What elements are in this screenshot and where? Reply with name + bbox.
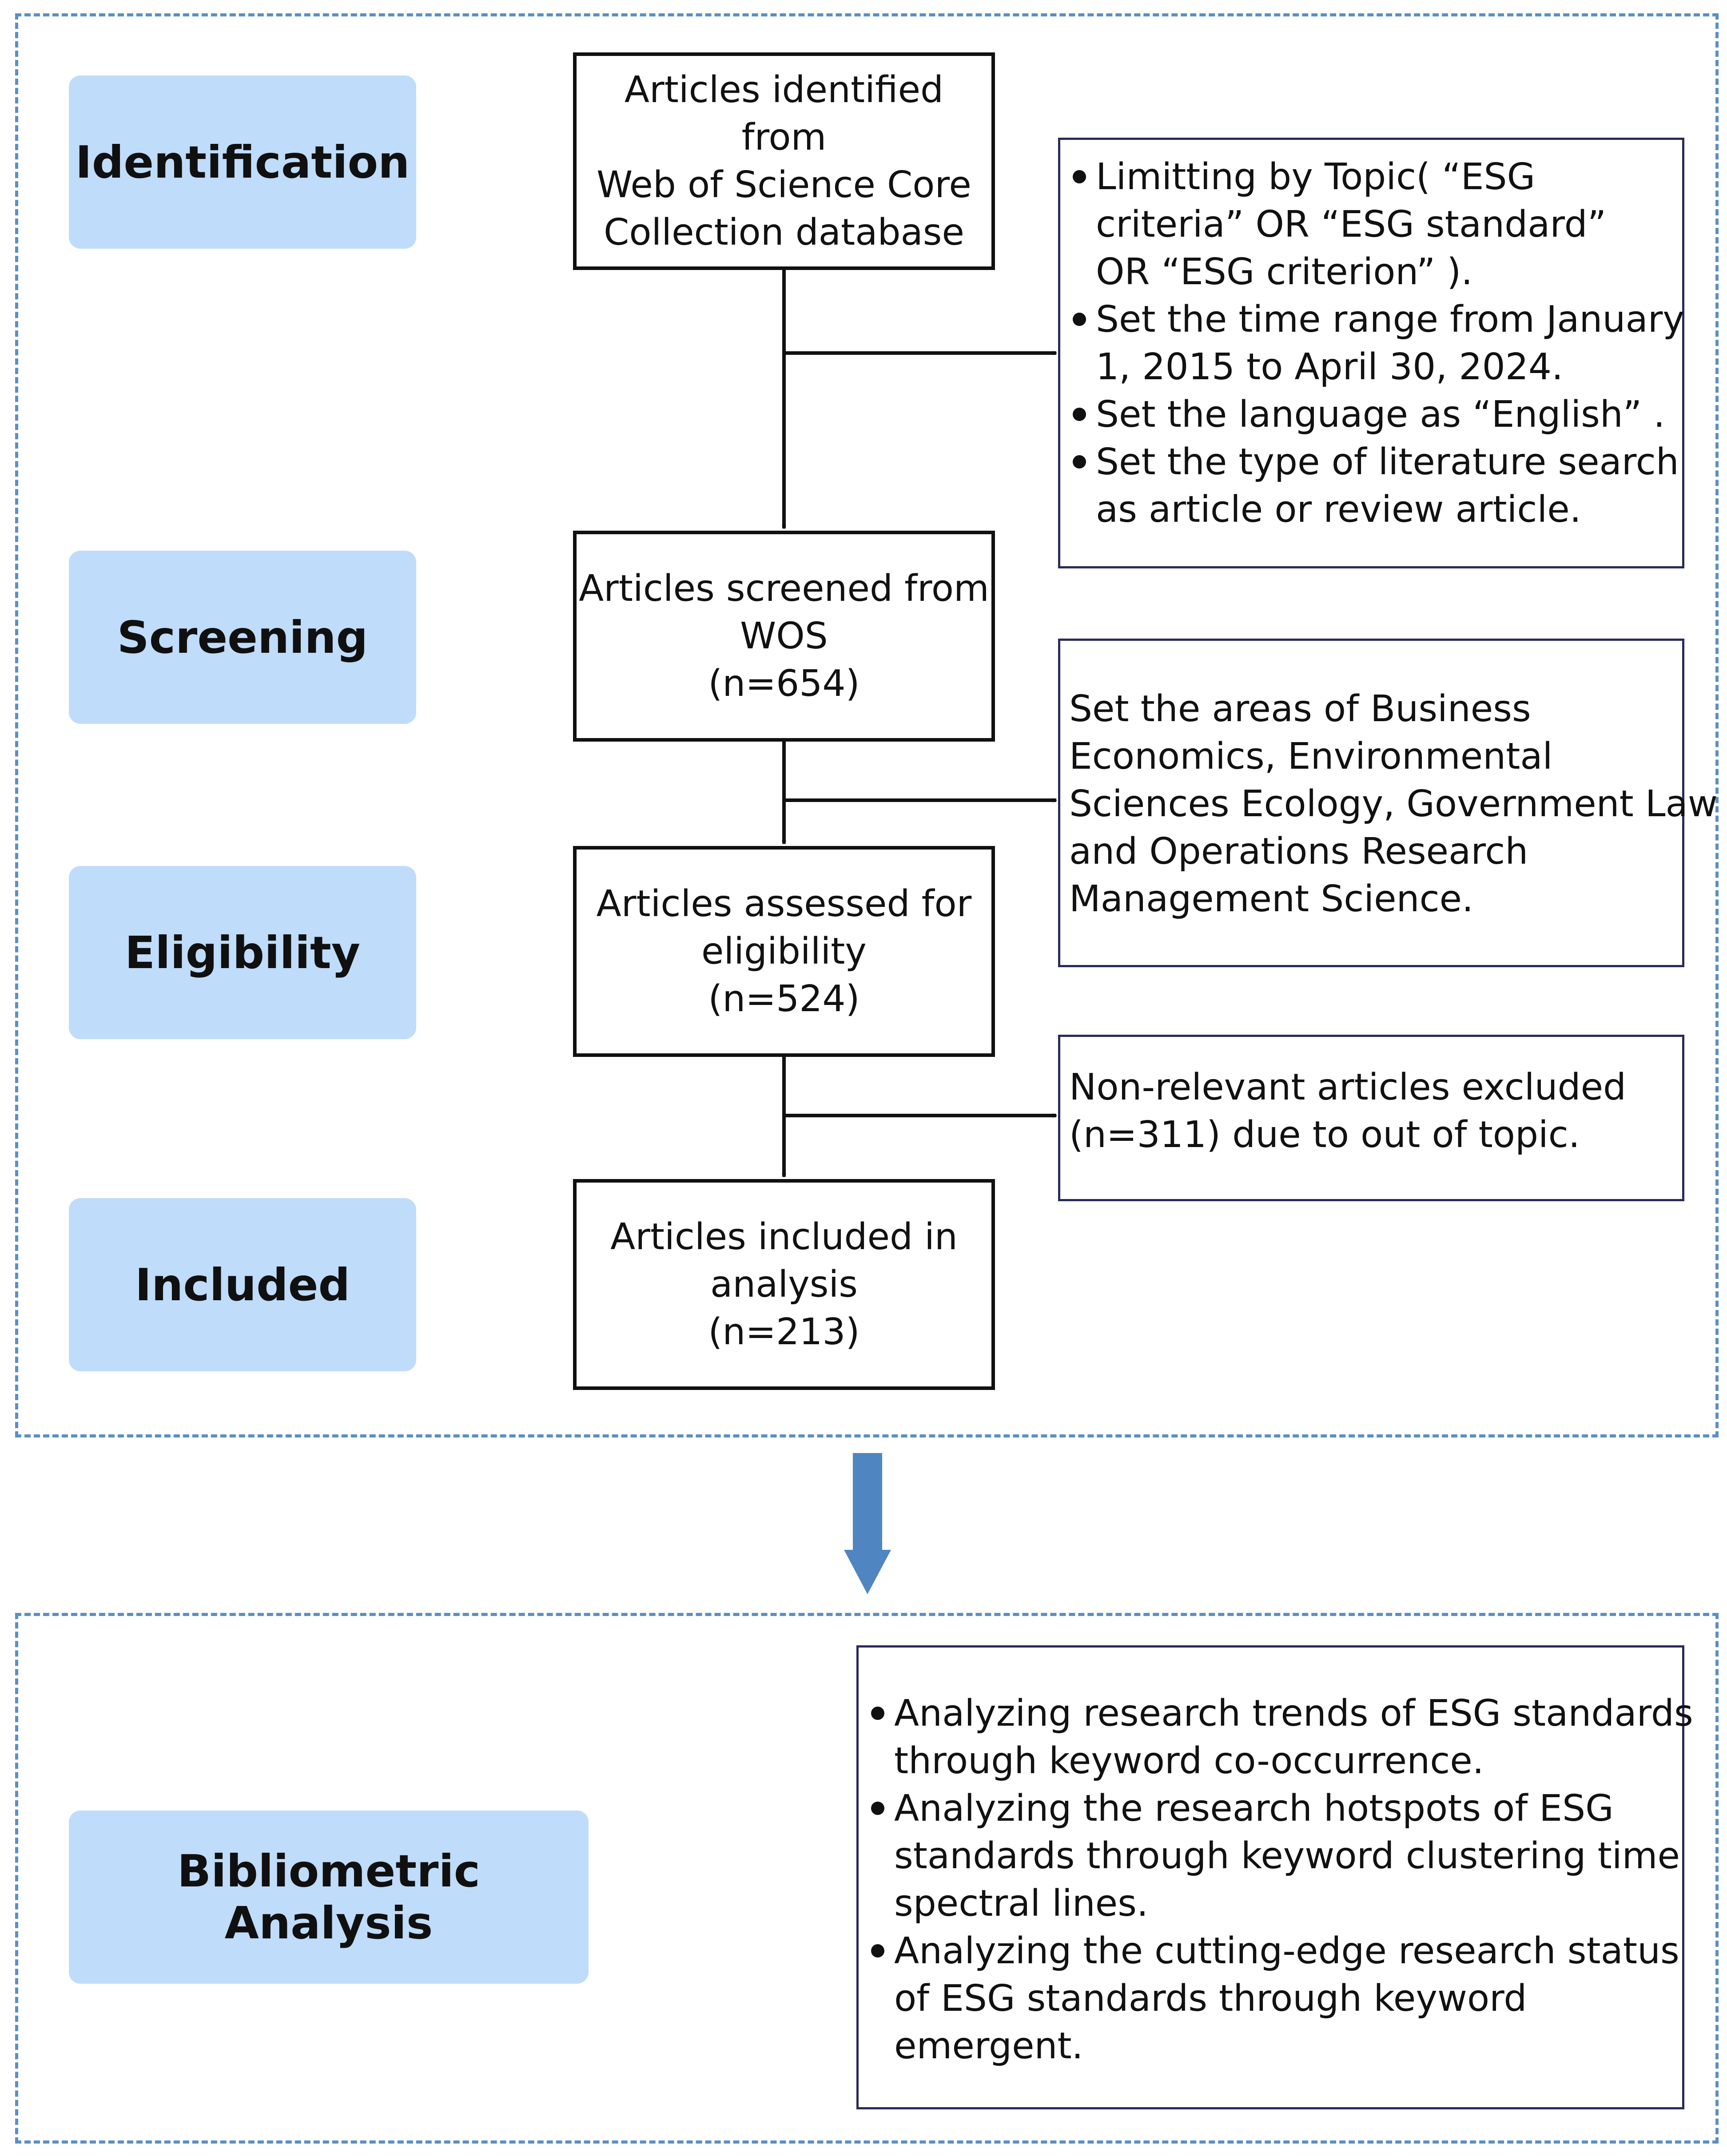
search-limits-list: Limitting by Topic( “ESG criteria” OR “E… xyxy=(1069,153,1684,533)
list-item-line: Analyzing the research hotspots of ESG xyxy=(894,1787,1614,1830)
list-item-line: as article or review article. xyxy=(1096,488,1581,531)
list-item-line: 1, 2015 to April 30, 2024. xyxy=(1096,346,1564,388)
list-item-line: Analyzing the cutting-edge research stat… xyxy=(894,1930,1679,1972)
analysis-methods-list: Analyzing research trends of ESG standar… xyxy=(867,1690,1693,2070)
text-line: (n=311) due to out of topic. xyxy=(1069,1114,1580,1156)
included-box: Articles included in analysis (n=213) xyxy=(573,1179,995,1390)
text-line: Sciences Ecology, Government Law xyxy=(1069,783,1718,825)
search-limits-box: Limitting by Topic( “ESG criteria” OR “E… xyxy=(1058,138,1684,568)
list-item: Set the type of literature search as art… xyxy=(1069,438,1679,533)
list-item-line: criteria” OR “ESG standard” xyxy=(1096,203,1607,246)
analysis-frame xyxy=(15,1613,1719,2144)
box-line: analysis xyxy=(710,1263,858,1306)
list-item-line: through keyword co-occurrence. xyxy=(894,1740,1484,1782)
box-line: (n=654) xyxy=(708,663,860,705)
list-item-line: OR “ESG criterion” ). xyxy=(1096,251,1473,293)
box-line: eligibility xyxy=(701,930,867,973)
list-item-line: Set the language as “English” . xyxy=(1096,393,1665,436)
stage-identification: Identification xyxy=(69,75,416,249)
prisma-frame xyxy=(15,13,1719,1437)
stage-included: Included xyxy=(69,1198,416,1371)
text-line: Non-relevant articles excluded xyxy=(1069,1066,1627,1108)
list-item: Analyzing research trends of ESG standar… xyxy=(867,1690,1693,1785)
list-item-line: Limitting by Topic( “ESG xyxy=(1096,156,1536,198)
box-line: (n=213) xyxy=(708,1311,860,1353)
subject-areas-box: Set the areas of Business Economics, Env… xyxy=(1058,639,1718,967)
stage-bibliometric-analysis: Bibliometric Analysis xyxy=(69,1811,589,1984)
list-item: Limitting by Topic( “ESG criteria” OR “E… xyxy=(1069,153,1673,296)
list-item: Analyzing the cutting-edge research stat… xyxy=(867,1927,1679,2070)
text-line: and Operations Research xyxy=(1069,830,1528,873)
stage-screening: Screening xyxy=(69,551,416,724)
box-line: Articles identified from xyxy=(624,69,944,159)
list-item-line: spectral lines. xyxy=(894,1882,1149,1925)
list-item: Set the language as “English” . xyxy=(1069,391,1673,438)
list-item: Analyzing the research hotspots of ESG s… xyxy=(867,1785,1680,1927)
excluded-box: Non-relevant articles excluded (n=311) d… xyxy=(1058,1035,1684,1201)
box-line: WOS xyxy=(740,615,828,657)
text-line: Management Science. xyxy=(1069,878,1474,920)
box-line: Articles assessed for xyxy=(596,883,972,925)
list-item-line: standards through keyword clustering tim… xyxy=(894,1835,1680,1877)
list-item-line: emergent. xyxy=(894,2025,1083,2067)
stage-eligibility: Eligibility xyxy=(69,866,416,1039)
stage-label: Bibliometric Analysis xyxy=(177,1845,481,1949)
box-line: Web of Science Core xyxy=(597,164,971,206)
list-item-line: of ESG standards through keyword xyxy=(894,1977,1527,2020)
box-line: Articles included in xyxy=(610,1216,958,1258)
box-line: Collection database xyxy=(604,211,964,254)
box-line: Articles screened from xyxy=(579,568,989,610)
box-line: (n=524) xyxy=(708,978,860,1020)
stage-label: Identification xyxy=(75,136,410,188)
text-line: Economics, Environmental xyxy=(1069,735,1553,778)
list-item-line: Analyzing research trends of ESG standar… xyxy=(894,1692,1693,1735)
analysis-methods-box: Analyzing research trends of ESG standar… xyxy=(856,1645,1693,2109)
list-item-line: Set the type of literature search xyxy=(1096,441,1679,483)
list-item-line: Set the time range from January xyxy=(1096,298,1684,341)
identified-box: Articles identified from Web of Science … xyxy=(573,52,995,270)
list-item: Set the time range from January 1, 2015 … xyxy=(1069,296,1684,391)
stage-label: Included xyxy=(135,1259,350,1311)
assessed-box: Articles assessed for eligibility (n=524… xyxy=(573,846,995,1057)
big-down-arrow xyxy=(844,1453,891,1594)
stage-label: Eligibility xyxy=(124,926,361,979)
screened-box: Articles screened from WOS (n=654) xyxy=(573,531,995,742)
text-line: Set the areas of Business xyxy=(1069,688,1531,730)
stage-label: Screening xyxy=(117,611,368,663)
